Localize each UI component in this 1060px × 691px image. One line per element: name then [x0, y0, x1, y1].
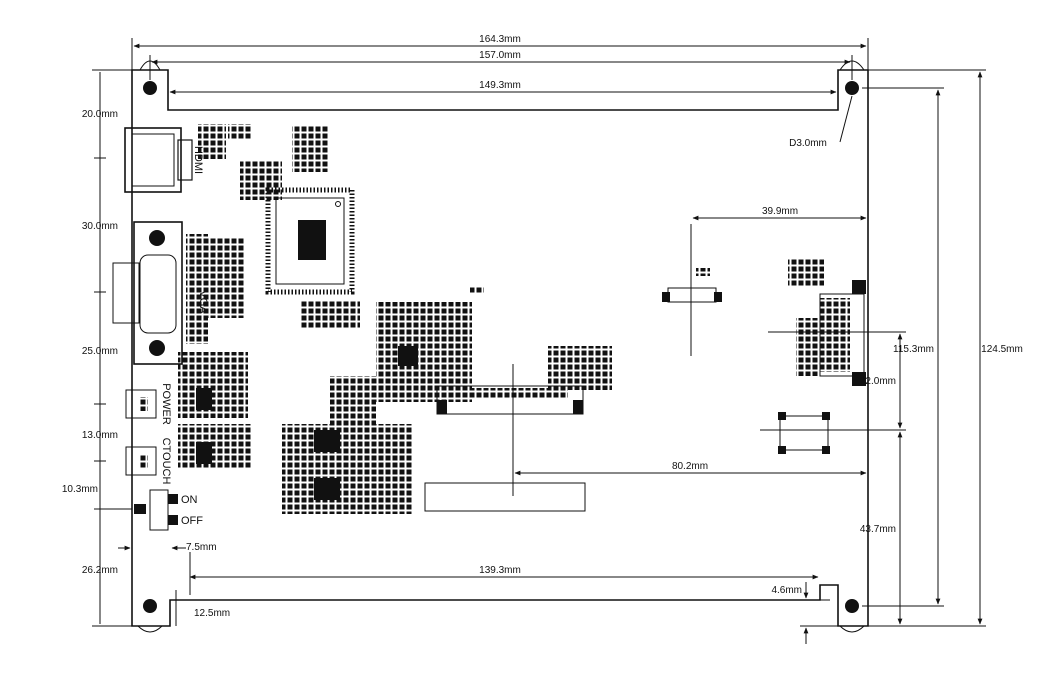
mounting-hole-bottom-left — [143, 599, 157, 613]
switch-off-label: OFF — [181, 515, 203, 527]
power-label: POWER — [160, 383, 172, 425]
dim-bottom-left-a: 7.5mm — [186, 542, 217, 553]
component-clusters — [178, 124, 824, 514]
dimension-lines — [99, 43, 983, 644]
left-ticks — [94, 157, 132, 510]
inductors — [196, 346, 418, 500]
ctouch-label: CTOUCH — [160, 438, 172, 485]
mounting-holes — [143, 81, 859, 613]
power-switch: ON OFF — [134, 489, 203, 531]
dim-fpc-offset: 39.9mm — [762, 206, 798, 217]
right-connector — [819, 280, 866, 386]
vga-label: VGA — [197, 290, 209, 314]
center-lines — [512, 224, 906, 496]
dim-left-hdmi: 20.0mm — [82, 109, 118, 120]
dim-hole-vspan: 115.3mm — [893, 344, 934, 355]
lower-fpc-outline — [424, 482, 586, 512]
ctouch-connector: CTOUCH — [125, 438, 172, 485]
dim-inner-bottom: 139.3mm — [479, 565, 521, 576]
dim-left-vga-top: 30.0mm — [82, 221, 118, 232]
dim-right-conn: 22.0mm — [860, 376, 896, 387]
small-fpc-connector — [662, 287, 722, 303]
dim-bottom-offset: 4.6mm — [771, 585, 802, 596]
fpc-connector — [436, 385, 584, 415]
dim-inner-top: 149.3mm — [479, 80, 521, 91]
dim-left-switch: 10.3mm — [62, 484, 98, 495]
power-connector: POWER — [125, 383, 172, 425]
main-chip — [265, 187, 355, 295]
dimension-labels: 164.3mm 157.0mm 149.3mm D3.0mm 39.9mm 11… — [62, 34, 1023, 619]
dim-left-vga: 25.0mm — [82, 346, 118, 357]
dim-left-bottom: 26.2mm — [82, 565, 118, 576]
mounting-hole-top-right — [845, 81, 859, 95]
vga-connector: VGA — [112, 221, 244, 365]
switch-on-label: ON — [181, 494, 198, 506]
mounting-hole-bottom-right — [845, 599, 859, 613]
mounting-hole-top-left — [143, 81, 157, 95]
dim-overall-height: 124.5mm — [981, 344, 1023, 355]
board-outline — [131, 60, 869, 633]
dim-fpc-center: 80.2mm — [672, 461, 708, 472]
extension-lines — [92, 38, 986, 627]
dim-hole-dia: D3.0mm — [789, 138, 827, 149]
crystal — [778, 412, 830, 454]
hdmi-connector: HDMI — [124, 127, 204, 193]
dim-crystal: 43.7mm — [860, 524, 896, 535]
dim-overall-width: 164.3mm — [479, 34, 521, 45]
dim-left-power: 13.0mm — [82, 430, 118, 441]
dim-hole-span: 157.0mm — [479, 50, 521, 61]
dim-bottom-left-b: 12.5mm — [194, 608, 230, 619]
